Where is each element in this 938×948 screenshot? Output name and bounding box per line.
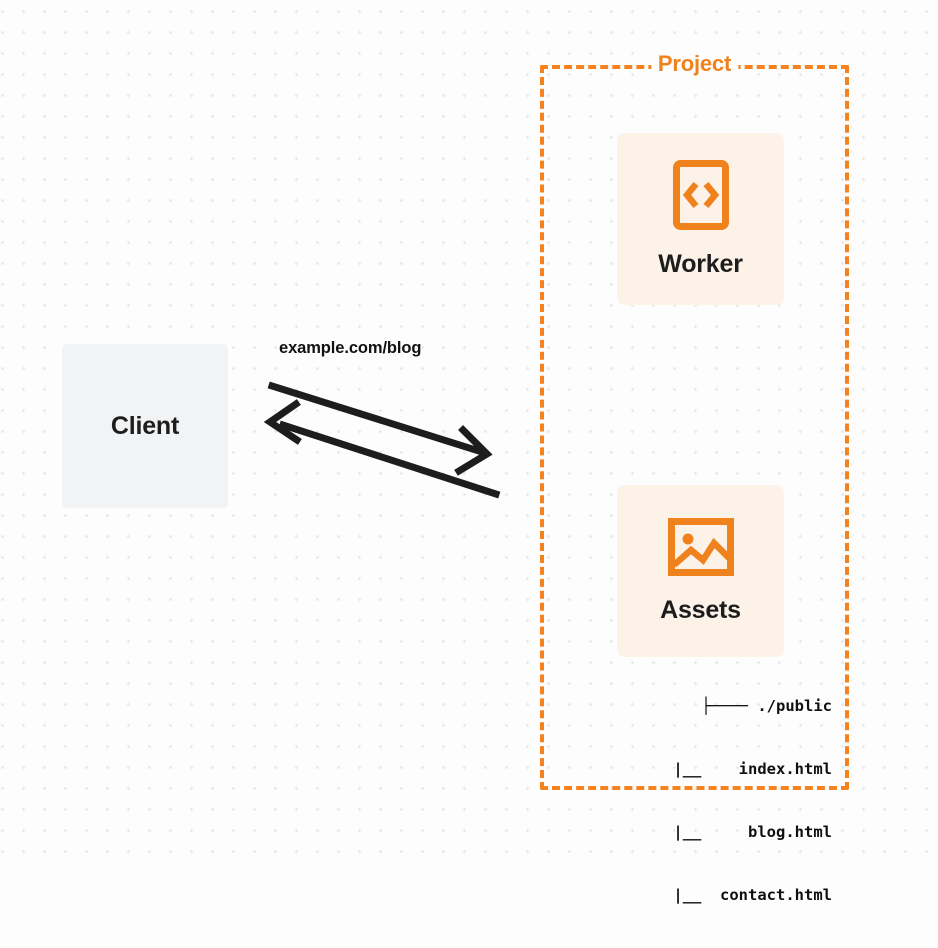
edge-label-request-url: example.com/blog xyxy=(279,339,422,357)
file-tree-line: |__ index.html xyxy=(673,760,832,778)
image-icon xyxy=(667,517,735,582)
file-tree-line: |__ blog.html xyxy=(673,823,832,841)
code-file-icon xyxy=(672,159,730,236)
assets-node[interactable]: Assets xyxy=(617,485,784,657)
project-container: Project Worker Assets xyxy=(540,50,849,904)
worker-node[interactable]: Worker xyxy=(617,133,784,305)
client-node[interactable]: Client xyxy=(62,344,228,508)
arrow-response-to-client xyxy=(263,399,501,499)
assets-node-label: Assets xyxy=(660,596,741,624)
arrow-request-to-project xyxy=(267,381,493,476)
client-node-label: Client xyxy=(110,411,180,440)
assets-file-tree: ├──── ./public |__ index.html |__ blog.h… xyxy=(582,654,832,948)
worker-node-label: Worker xyxy=(658,250,743,278)
project-container-title: Project xyxy=(650,50,739,77)
diagram-canvas: Client example.com/blog Project xyxy=(0,0,938,904)
file-tree-line: ├──── ./public xyxy=(701,697,832,715)
file-tree-line: |__ contact.html xyxy=(673,886,832,904)
